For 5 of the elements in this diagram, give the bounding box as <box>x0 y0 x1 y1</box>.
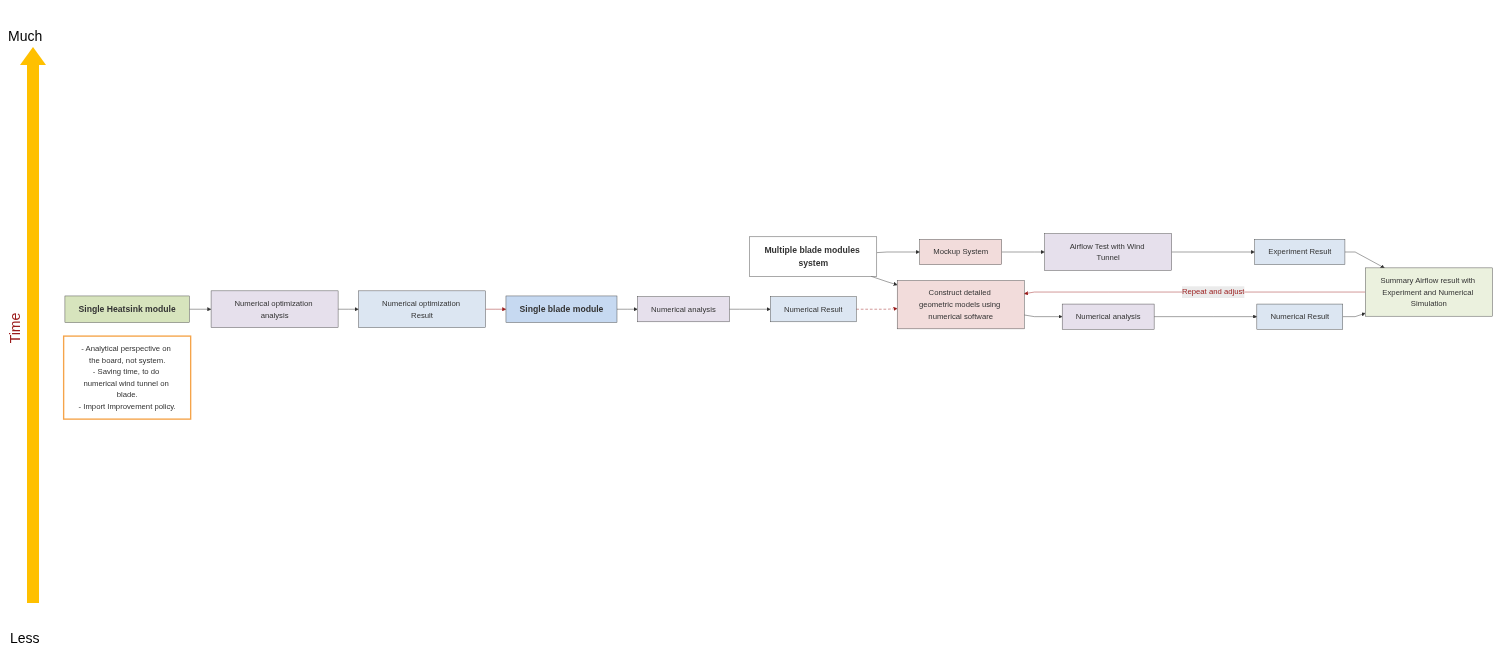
node-box: Multiple blade modules system <box>749 236 877 277</box>
node-box: Single blade module <box>505 295 618 323</box>
scale-label: Less <box>10 630 40 646</box>
scale-label: Much <box>8 28 43 44</box>
node-box: Single Heatsink module <box>64 295 190 323</box>
